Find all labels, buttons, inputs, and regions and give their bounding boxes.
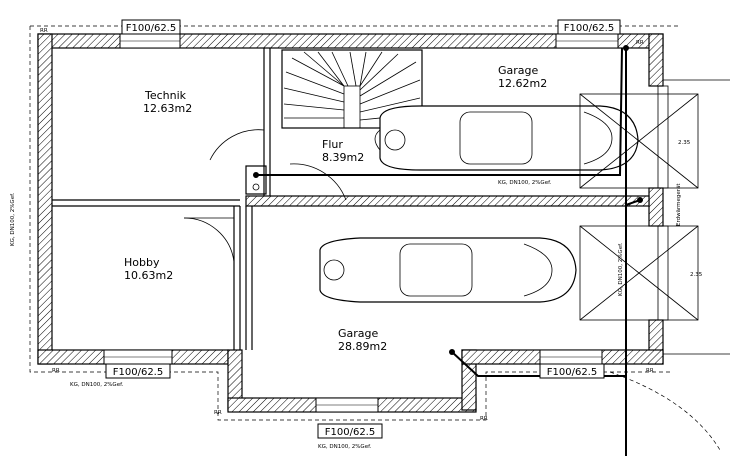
pipe-label-bottom-left: KG, DN100, 2%Gef.	[70, 382, 124, 388]
svg-text:F100/62.5: F100/62.5	[325, 427, 375, 438]
room-name-hobby: Hobby	[124, 256, 160, 269]
room-name-garage-small: Garage	[498, 64, 539, 77]
room-name-technik: Technik	[144, 89, 187, 102]
driveway	[579, 79, 730, 355]
pipe-label-right: KG, DN100, 2%Gef.	[618, 242, 624, 296]
window-tag-bottom-right: F100/62.5	[539, 363, 605, 379]
room-area-technik: 12.63m2	[143, 102, 192, 115]
window-openings	[103, 33, 619, 413]
rr-label-bay-left: RR	[214, 410, 222, 416]
interior-walls	[52, 48, 650, 350]
window-tag-top-right: F100/62.5	[557, 19, 621, 35]
pipe-label-bottom-center: KG, DN100, 2%Gef.	[318, 444, 372, 450]
dimension-lower: 2.35	[690, 272, 703, 278]
window-tag-bottom-left: F100/62.5	[105, 363, 171, 379]
rr-label-top-left: RR	[40, 28, 48, 34]
window-tag-bottom-center: F100/62.5	[317, 423, 383, 439]
room-area-hobby: 10.63m2	[124, 269, 173, 282]
room-name-flur: Flur	[322, 138, 343, 151]
room-name-garage-large: Garage	[338, 327, 379, 340]
boiler-unit	[245, 165, 267, 195]
doors	[183, 129, 347, 263]
rr-label-bay-right: RR	[480, 416, 488, 422]
rr-label-bottom-left: RR	[52, 368, 60, 374]
dimension-upper: 2.35	[678, 140, 691, 146]
svg-text:F100/62.5: F100/62.5	[126, 23, 176, 34]
svg-text:F100/62.5: F100/62.5	[113, 367, 163, 378]
room-area-garage-large: 28.89m2	[338, 340, 387, 353]
svg-text:F100/62.5: F100/62.5	[564, 23, 614, 34]
room-area-flur: 8.39m2	[322, 151, 364, 164]
rr-label-top-right: RR	[636, 40, 644, 46]
svg-text:F100/62.5: F100/62.5	[547, 367, 597, 378]
car-upper	[374, 105, 639, 171]
car-lower	[319, 237, 577, 303]
staircase	[281, 49, 423, 129]
ground-unit-label: Erdwärmegerät	[676, 183, 682, 226]
pipe-label-garage-upper: KG, DN100, 2%Gef.	[498, 180, 552, 186]
rr-label-bottom-right: RR	[646, 368, 654, 374]
window-tag-top-left: F100/62.5	[121, 19, 181, 35]
pipe-label-left: KG, DN100, 2%Gef.	[10, 192, 16, 246]
room-area-garage-small: 12.62m2	[498, 77, 547, 90]
